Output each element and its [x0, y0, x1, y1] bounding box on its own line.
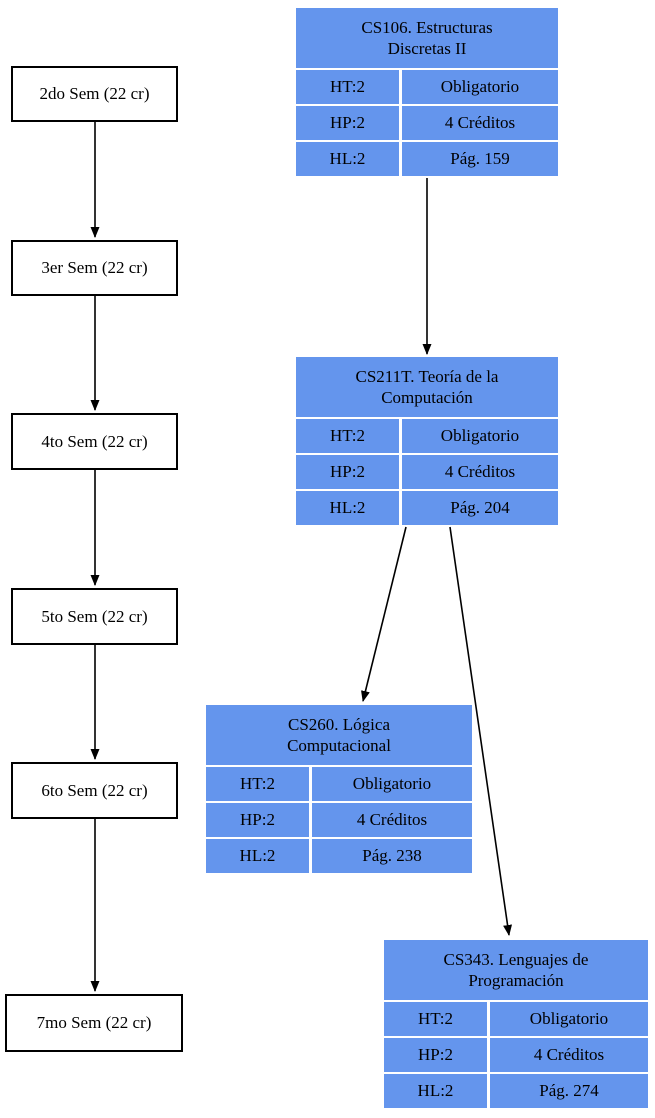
course-cell-ht: HT:2	[206, 767, 309, 801]
course-cell-credits: 4 Créditos	[402, 455, 558, 489]
course-cell-hl: HL:2	[296, 142, 399, 176]
course-title-line1: CS343. Lenguajes de	[443, 950, 589, 969]
course-cell-page: Pág. 274	[490, 1074, 648, 1108]
course-title-line2: Computación	[381, 388, 473, 407]
semester-label: 4to Sem (22 cr)	[41, 431, 148, 451]
course-card-cs211t: CS211T. Teoría de la Computación HT:2 Ob…	[296, 357, 558, 525]
course-card-cs260: CS260. Lógica Computacional HT:2 Obligat…	[206, 705, 472, 873]
semester-node-6to: 6to Sem (22 cr)	[11, 762, 178, 819]
semester-node-2do: 2do Sem (22 cr)	[11, 66, 178, 122]
course-title: CS260. Lógica Computacional	[206, 705, 472, 765]
course-card-cs106: CS106. Estructuras Discretas II HT:2 Obl…	[296, 8, 558, 176]
course-row-ht: HT:2 Obligatorio	[206, 767, 472, 801]
course-row-ht: HT:2 Obligatorio	[296, 419, 558, 453]
course-title: CS343. Lenguajes de Programación	[384, 940, 648, 1000]
course-cell-type: Obligatorio	[490, 1002, 648, 1036]
course-cell-hp: HP:2	[296, 106, 399, 140]
course-cell-ht: HT:2	[296, 70, 399, 104]
course-row-hp: HP:2 4 Créditos	[206, 803, 472, 837]
semester-label: 7mo Sem (22 cr)	[36, 1013, 152, 1032]
course-cell-page: Pág. 159	[402, 142, 558, 176]
semester-node-3er: 3er Sem (22 cr)	[11, 240, 178, 296]
course-cell-type: Obligatorio	[402, 419, 558, 453]
course-cell-ht: HT:2	[384, 1002, 487, 1036]
course-title: CS106. Estructuras Discretas II	[296, 8, 558, 68]
course-cell-hp: HP:2	[206, 803, 309, 837]
course-cell-credits: 4 Créditos	[402, 106, 558, 140]
course-cell-hp: HP:2	[296, 455, 399, 489]
course-row-hl: HL:2 Pág. 204	[296, 491, 558, 525]
course-title-line1: CS106. Estructuras	[361, 18, 493, 37]
course-cell-type: Obligatorio	[402, 70, 558, 104]
course-row-ht: HT:2 Obligatorio	[296, 70, 558, 104]
course-row-ht: HT:2 Obligatorio	[384, 1002, 648, 1036]
course-cell-hp: HP:2	[384, 1038, 487, 1072]
course-row-hl: HL:2 Pág. 274	[384, 1074, 648, 1108]
course-row-hp: HP:2 4 Créditos	[384, 1038, 648, 1072]
course-cell-credits: 4 Créditos	[312, 803, 472, 837]
course-row-hl: HL:2 Pág. 159	[296, 142, 558, 176]
course-cell-hl: HL:2	[384, 1074, 487, 1108]
semester-node-4to: 4to Sem (22 cr)	[11, 413, 178, 470]
course-cell-hl: HL:2	[206, 839, 309, 873]
course-row-hp: HP:2 4 Créditos	[296, 106, 558, 140]
edge-cs211t-cs260	[361, 526, 407, 702]
course-title-line2: Programación	[468, 971, 564, 990]
course-title-line1: CS211T. Teoría de la	[355, 367, 499, 386]
course-title: CS211T. Teoría de la Computación	[296, 357, 558, 417]
course-cell-page: Pág. 204	[402, 491, 558, 525]
semester-node-5to: 5to Sem (22 cr)	[11, 588, 178, 645]
semester-label: 2do Sem (22 cr)	[39, 84, 150, 103]
semester-label: 6to Sem (22 cr)	[41, 780, 148, 800]
course-title-line2: Computacional	[287, 736, 391, 755]
course-title-line1: CS260. Lógica	[288, 715, 390, 734]
course-row-hp: HP:2 4 Créditos	[296, 455, 558, 489]
edge-cs211t-cs343	[449, 526, 513, 936]
course-cell-hl: HL:2	[296, 491, 399, 525]
course-cell-type: Obligatorio	[312, 767, 472, 801]
semester-label: 5to Sem (22 cr)	[41, 606, 148, 626]
course-cell-credits: 4 Créditos	[490, 1038, 648, 1072]
course-card-cs343: CS343. Lenguajes de Programación HT:2 Ob…	[384, 940, 648, 1108]
course-title-line2: Discretas II	[387, 39, 467, 58]
semester-node-7mo: 7mo Sem (22 cr)	[5, 994, 183, 1052]
semester-label: 3er Sem (22 cr)	[41, 258, 148, 277]
course-row-hl: HL:2 Pág. 238	[206, 839, 472, 873]
course-cell-ht: HT:2	[296, 419, 399, 453]
course-cell-page: Pág. 238	[312, 839, 472, 873]
